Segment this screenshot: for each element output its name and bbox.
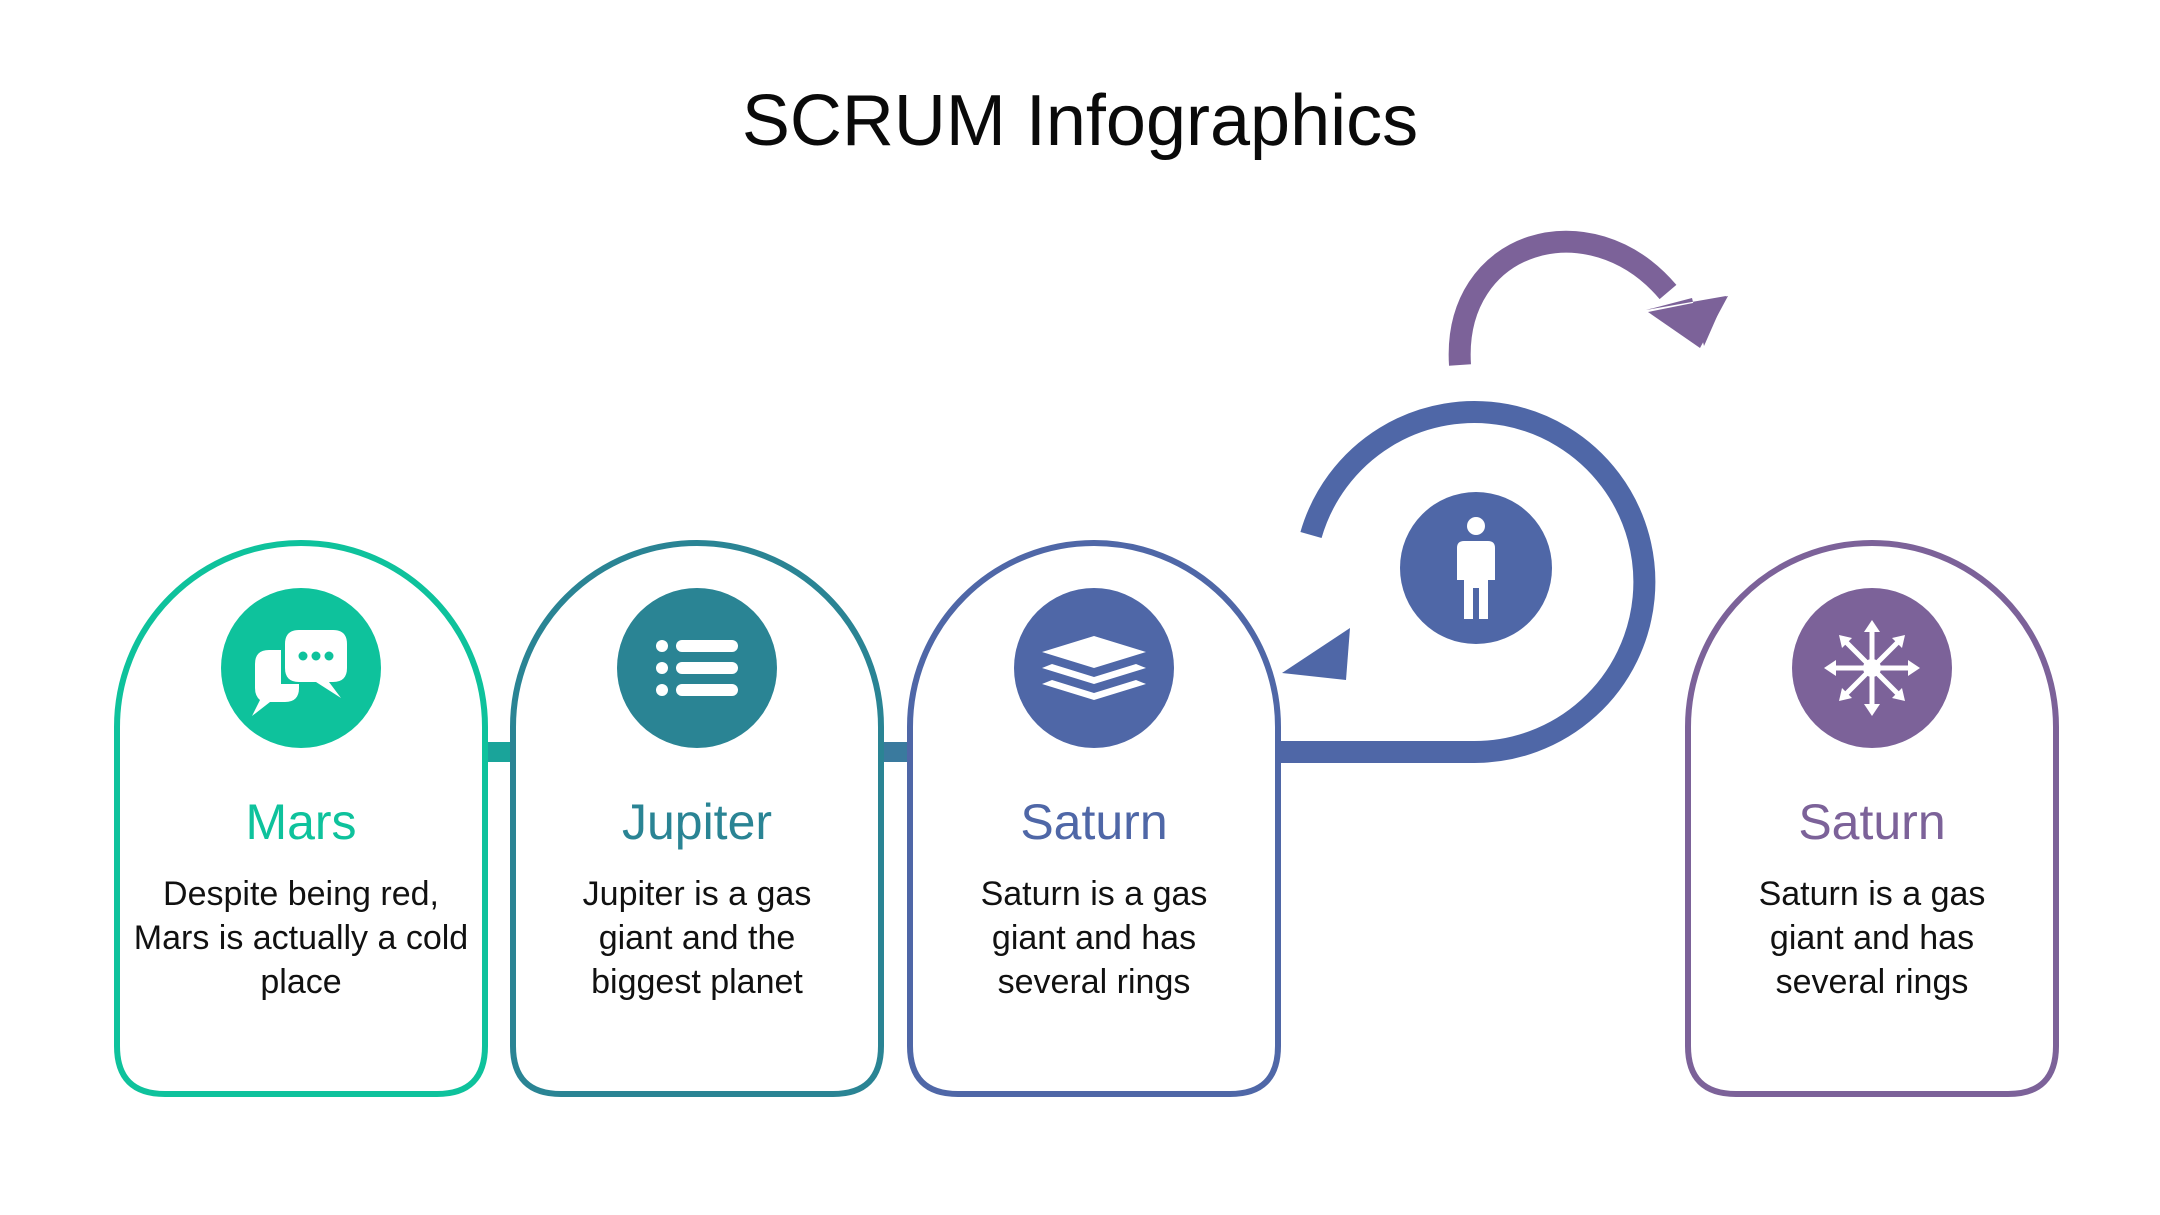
page-title: SCRUM Infographics <box>741 81 1419 161</box>
list-icon <box>656 640 738 696</box>
card-jupiter-text: Jupiter Jupiter is a gas giant and the b… <box>527 792 867 1004</box>
loop-connector <box>1276 401 1656 763</box>
card-heading: Saturn <box>1020 794 1168 850</box>
card-description: Despite being red, Mars is actually a co… <box>133 875 469 1001</box>
card-saturn-1 <box>907 540 1281 1097</box>
card-mars <box>114 540 488 1097</box>
card-description: Saturn is a gas giant and has several ri… <box>980 875 1208 1001</box>
card-jupiter <box>510 540 884 1097</box>
person-icon <box>1457 517 1495 619</box>
curved-arrow-head-tip <box>1648 296 1728 348</box>
chat-bubbles-icon <box>252 630 347 716</box>
card-saturn-2 <box>1685 540 2059 1097</box>
card-description: Jupiter is a gas giant and the biggest p… <box>582 875 812 1001</box>
card-mars-text: Mars Despite being red, Mars is actually… <box>131 792 471 1004</box>
connector-2-3 <box>880 742 910 762</box>
card-heading: Mars <box>245 794 357 850</box>
card-heading: Jupiter <box>621 794 773 850</box>
card-saturn-1-text: Saturn Saturn is a gas giant and has sev… <box>924 792 1264 1004</box>
layers-icon <box>1042 636 1146 700</box>
card-description: Saturn is a gas giant and has several ri… <box>1758 875 1986 1001</box>
card-heading: Saturn <box>1798 794 1946 850</box>
loop-arrowhead <box>1282 628 1350 680</box>
arrows-out-icon <box>1824 620 1920 716</box>
card-saturn-2-text: Saturn Saturn is a gas giant and has sev… <box>1702 792 2042 1004</box>
connector-1-2 <box>484 742 514 762</box>
curved-arrow <box>1448 230 1677 366</box>
